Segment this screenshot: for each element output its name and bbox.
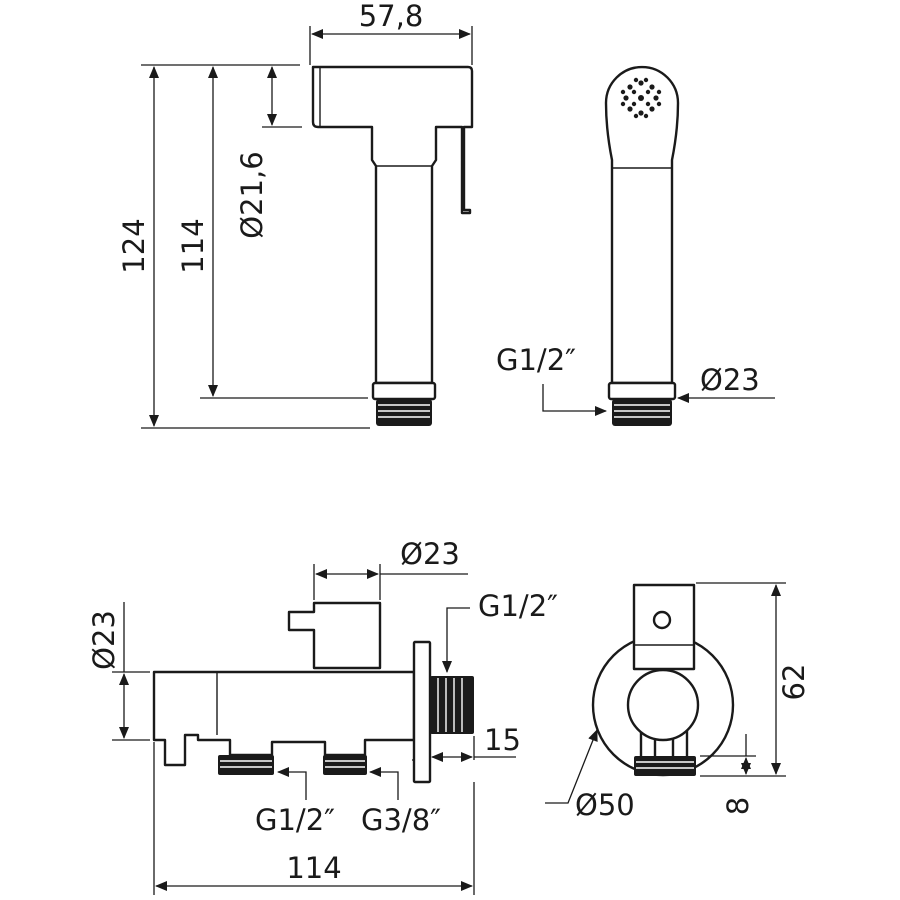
total-height-label: 124: [117, 218, 151, 273]
holder-hole: [652, 610, 672, 630]
body-height-label: 114: [176, 218, 210, 273]
width-dimension-label: 57,8: [359, 0, 424, 33]
hand-shower-front-view: G1/2″ Ø23: [496, 65, 775, 426]
rosette-diameter-label: Ø50: [575, 788, 635, 822]
front-collar: [607, 381, 677, 401]
holder-outline: [287, 601, 382, 670]
valve-body-outline: [152, 670, 416, 767]
shower-thread: [376, 399, 432, 426]
shower-front-outline: [604, 65, 680, 385]
valve-knob: [626, 668, 700, 742]
flange-dimension-label: 15: [484, 723, 521, 757]
holder-diameter-label: Ø23: [400, 537, 460, 571]
front-height-label: 62: [777, 664, 811, 701]
side-diameter-label: Ø23: [87, 610, 121, 670]
inlet-thread-label: G1/2″: [255, 803, 335, 837]
front-diameter-label: Ø23: [700, 363, 760, 397]
shower-collar: [371, 381, 437, 401]
head-diameter-label: Ø21,6: [235, 151, 269, 238]
spray-holes: [620, 77, 662, 119]
hand-shower-side-view: 57,8 124 114 Ø21,6: [117, 0, 474, 429]
shower-head-outline: [311, 65, 474, 385]
angle-valve-side-view: Ø23 Ø23 G1/2″ 15 G1/2″ G3/8″ 114: [87, 537, 558, 895]
length-dimension-label: 114: [286, 851, 341, 885]
wall-flange: [412, 640, 432, 784]
inlet-thread: [218, 755, 274, 775]
outlet-thread-label: G1/2″: [478, 589, 558, 623]
valve-thread: [323, 755, 367, 775]
front-bottom-thread: [634, 756, 696, 776]
thread-height-label: 8: [721, 797, 755, 815]
valve-thread-label: G3/8″: [361, 803, 441, 837]
front-thread-label: G1/2″: [496, 343, 576, 377]
angle-valve-front-view: Ø50 62 8: [545, 582, 811, 822]
outlet-thread: [430, 676, 474, 734]
front-thread: [612, 399, 672, 426]
